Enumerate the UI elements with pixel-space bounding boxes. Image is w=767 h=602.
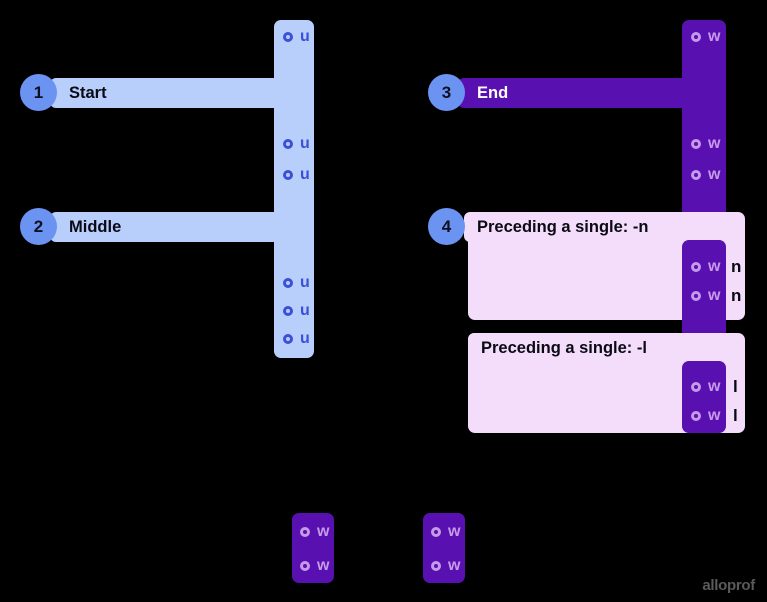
step-number-3: 3: [428, 74, 465, 111]
step-number-text: 1: [33, 82, 44, 102]
standalone-block-2: [423, 513, 465, 583]
right-token-column-l: [682, 361, 726, 433]
token-ow-l-1: w: [691, 379, 721, 395]
token-letter: u: [300, 28, 310, 45]
token-ring-icon: [431, 561, 441, 571]
label-chip-end: End: [464, 78, 522, 108]
token-ow-l-2: w: [691, 408, 721, 424]
standalone-token-2b: w: [431, 558, 461, 574]
token-ring-icon: [283, 278, 293, 288]
suffix-letter-l-1: l: [733, 377, 738, 396]
token-letter: w: [448, 523, 461, 540]
token-ow-3: w: [691, 167, 721, 183]
token-ring-icon: [691, 32, 701, 42]
step-number-text: 4: [441, 216, 452, 236]
step-number-2: 2: [20, 208, 57, 245]
label-chip-middle: Middle: [56, 212, 135, 242]
token-ring-icon: [283, 334, 293, 344]
token-ring-icon: [283, 306, 293, 316]
token-letter: w: [708, 287, 721, 304]
token-ow-2: w: [691, 136, 721, 152]
step-number-1: 1: [20, 74, 57, 111]
token-letter: w: [708, 28, 721, 45]
token-ring-icon: [691, 291, 701, 301]
label-chip-preceding-l: Preceding a single: -l: [468, 333, 660, 363]
step-number-text: 2: [33, 216, 44, 236]
token-ow-n-1: w: [691, 259, 721, 275]
standalone-block-1: [292, 513, 334, 583]
token-letter: u: [300, 302, 310, 319]
step-label-end: End: [477, 83, 509, 102]
token-letter: w: [448, 557, 461, 574]
token-ou-3: u: [283, 167, 310, 183]
alloprof-logo: alloprof: [702, 577, 755, 594]
label-chip-start: Start: [56, 78, 120, 108]
token-ring-icon: [300, 561, 310, 571]
standalone-token-1b: w: [300, 558, 330, 574]
token-ring-icon: [691, 382, 701, 392]
token-letter: w: [317, 557, 330, 574]
token-letter: w: [708, 258, 721, 275]
token-ring-icon: [691, 139, 701, 149]
extra-label-preceding-l: Preceding a single: -l: [481, 338, 647, 357]
token-letter: u: [300, 274, 310, 291]
token-ou-1: u: [283, 29, 310, 45]
token-letter: w: [708, 407, 721, 424]
step-number-4: 4: [428, 208, 465, 245]
step-label-middle: Middle: [69, 217, 122, 236]
suffix-letter-n-1: n: [731, 257, 742, 276]
step-number-text: 3: [441, 82, 452, 102]
token-letter: w: [317, 523, 330, 540]
token-letter: w: [708, 166, 721, 183]
token-ring-icon: [691, 170, 701, 180]
suffix-letter-l-2: l: [733, 406, 738, 425]
token-ow-n-2: w: [691, 288, 721, 304]
token-ou-5: u: [283, 303, 310, 319]
token-letter: u: [300, 166, 310, 183]
standalone-token-2a: w: [431, 524, 461, 540]
token-ou-2: u: [283, 136, 310, 152]
token-ring-icon: [283, 139, 293, 149]
token-ring-icon: [300, 527, 310, 537]
step-label-preceding-n: Preceding a single: -n: [477, 217, 649, 236]
token-ring-icon: [431, 527, 441, 537]
suffix-letter-n-2: n: [731, 286, 742, 305]
token-ou-4: u: [283, 275, 310, 291]
standalone-token-1a: w: [300, 524, 330, 540]
token-letter: w: [708, 135, 721, 152]
token-letter: u: [300, 135, 310, 152]
token-ring-icon: [691, 262, 701, 272]
token-ow-1: w: [691, 29, 721, 45]
token-letter: u: [300, 330, 310, 347]
token-letter: w: [708, 378, 721, 395]
label-chip-preceding-n: Preceding a single: -n: [464, 212, 662, 242]
token-ring-icon: [691, 411, 701, 421]
token-ring-icon: [283, 32, 293, 42]
step-label-start: Start: [69, 83, 107, 102]
left-token-column: [274, 20, 314, 358]
token-ou-6: u: [283, 331, 310, 347]
right-token-column-n: [682, 240, 726, 332]
token-ring-icon: [283, 170, 293, 180]
